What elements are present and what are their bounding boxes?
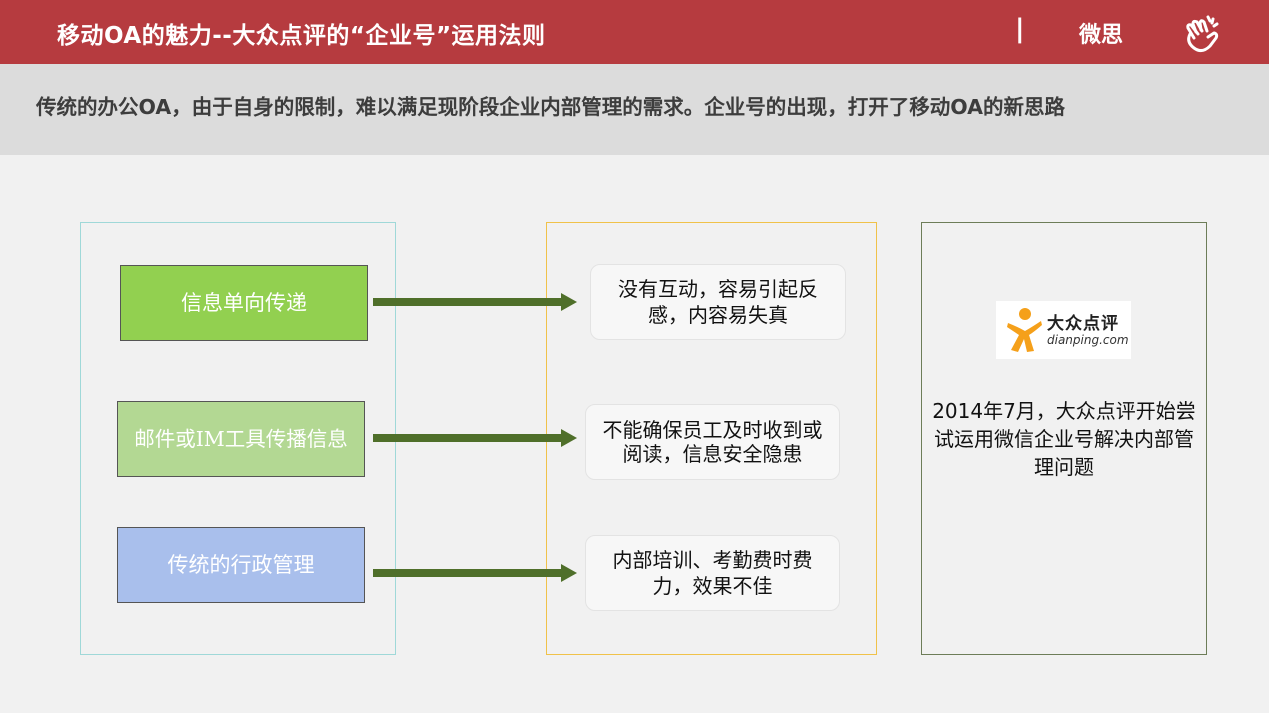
page-title: 移动OA的魅力--大众点评的“企业号”运用法则 — [57, 23, 546, 49]
right-arrow-icon — [373, 429, 577, 447]
dianping-person-icon — [1007, 308, 1042, 352]
subtitle-bar: 传统的办公OA，由于自身的限制，难以满足现阶段企业内部管理的需求。企业号的出现，… — [0, 64, 1269, 155]
cause-box-admin: 传统的行政管理 — [117, 527, 365, 603]
hand-wave-icon — [1186, 15, 1219, 53]
effect-box-training: 内部培训、考勤费时费力，效果不佳 — [585, 535, 840, 611]
right-arrow-icon — [373, 564, 577, 582]
header-bar: 移动OA的魅力--大众点评的“企业号”运用法则 | 微思 — [0, 0, 1269, 64]
result-panel — [921, 222, 1207, 655]
cause-box-email-im: 邮件或IM工具传播信息 — [117, 401, 365, 477]
dianping-name-en: dianping.com — [1047, 333, 1129, 347]
dianping-name-cn: 大众点评 — [1047, 314, 1119, 334]
dianping-logo: 大众点评 dianping.com — [996, 301, 1131, 359]
effect-box-no-interaction: 没有互动，容易引起反感，内容易失真 — [590, 264, 846, 340]
brand-name: 微思 — [1079, 23, 1124, 48]
right-arrow-icon — [373, 293, 577, 311]
result-text: 2014年7月，大众点评开始尝试运用微信企业号解决内部管理问题 — [932, 399, 1196, 479]
cause-box-one-way: 信息单向传递 — [120, 265, 368, 341]
header-separator: | — [1015, 14, 1025, 44]
effect-box-security: 不能确保员工及时收到或阅读，信息安全隐患 — [585, 404, 840, 480]
subtitle-text: 传统的办公OA，由于自身的限制，难以满足现阶段企业内部管理的需求。企业号的出现，… — [36, 95, 1065, 119]
